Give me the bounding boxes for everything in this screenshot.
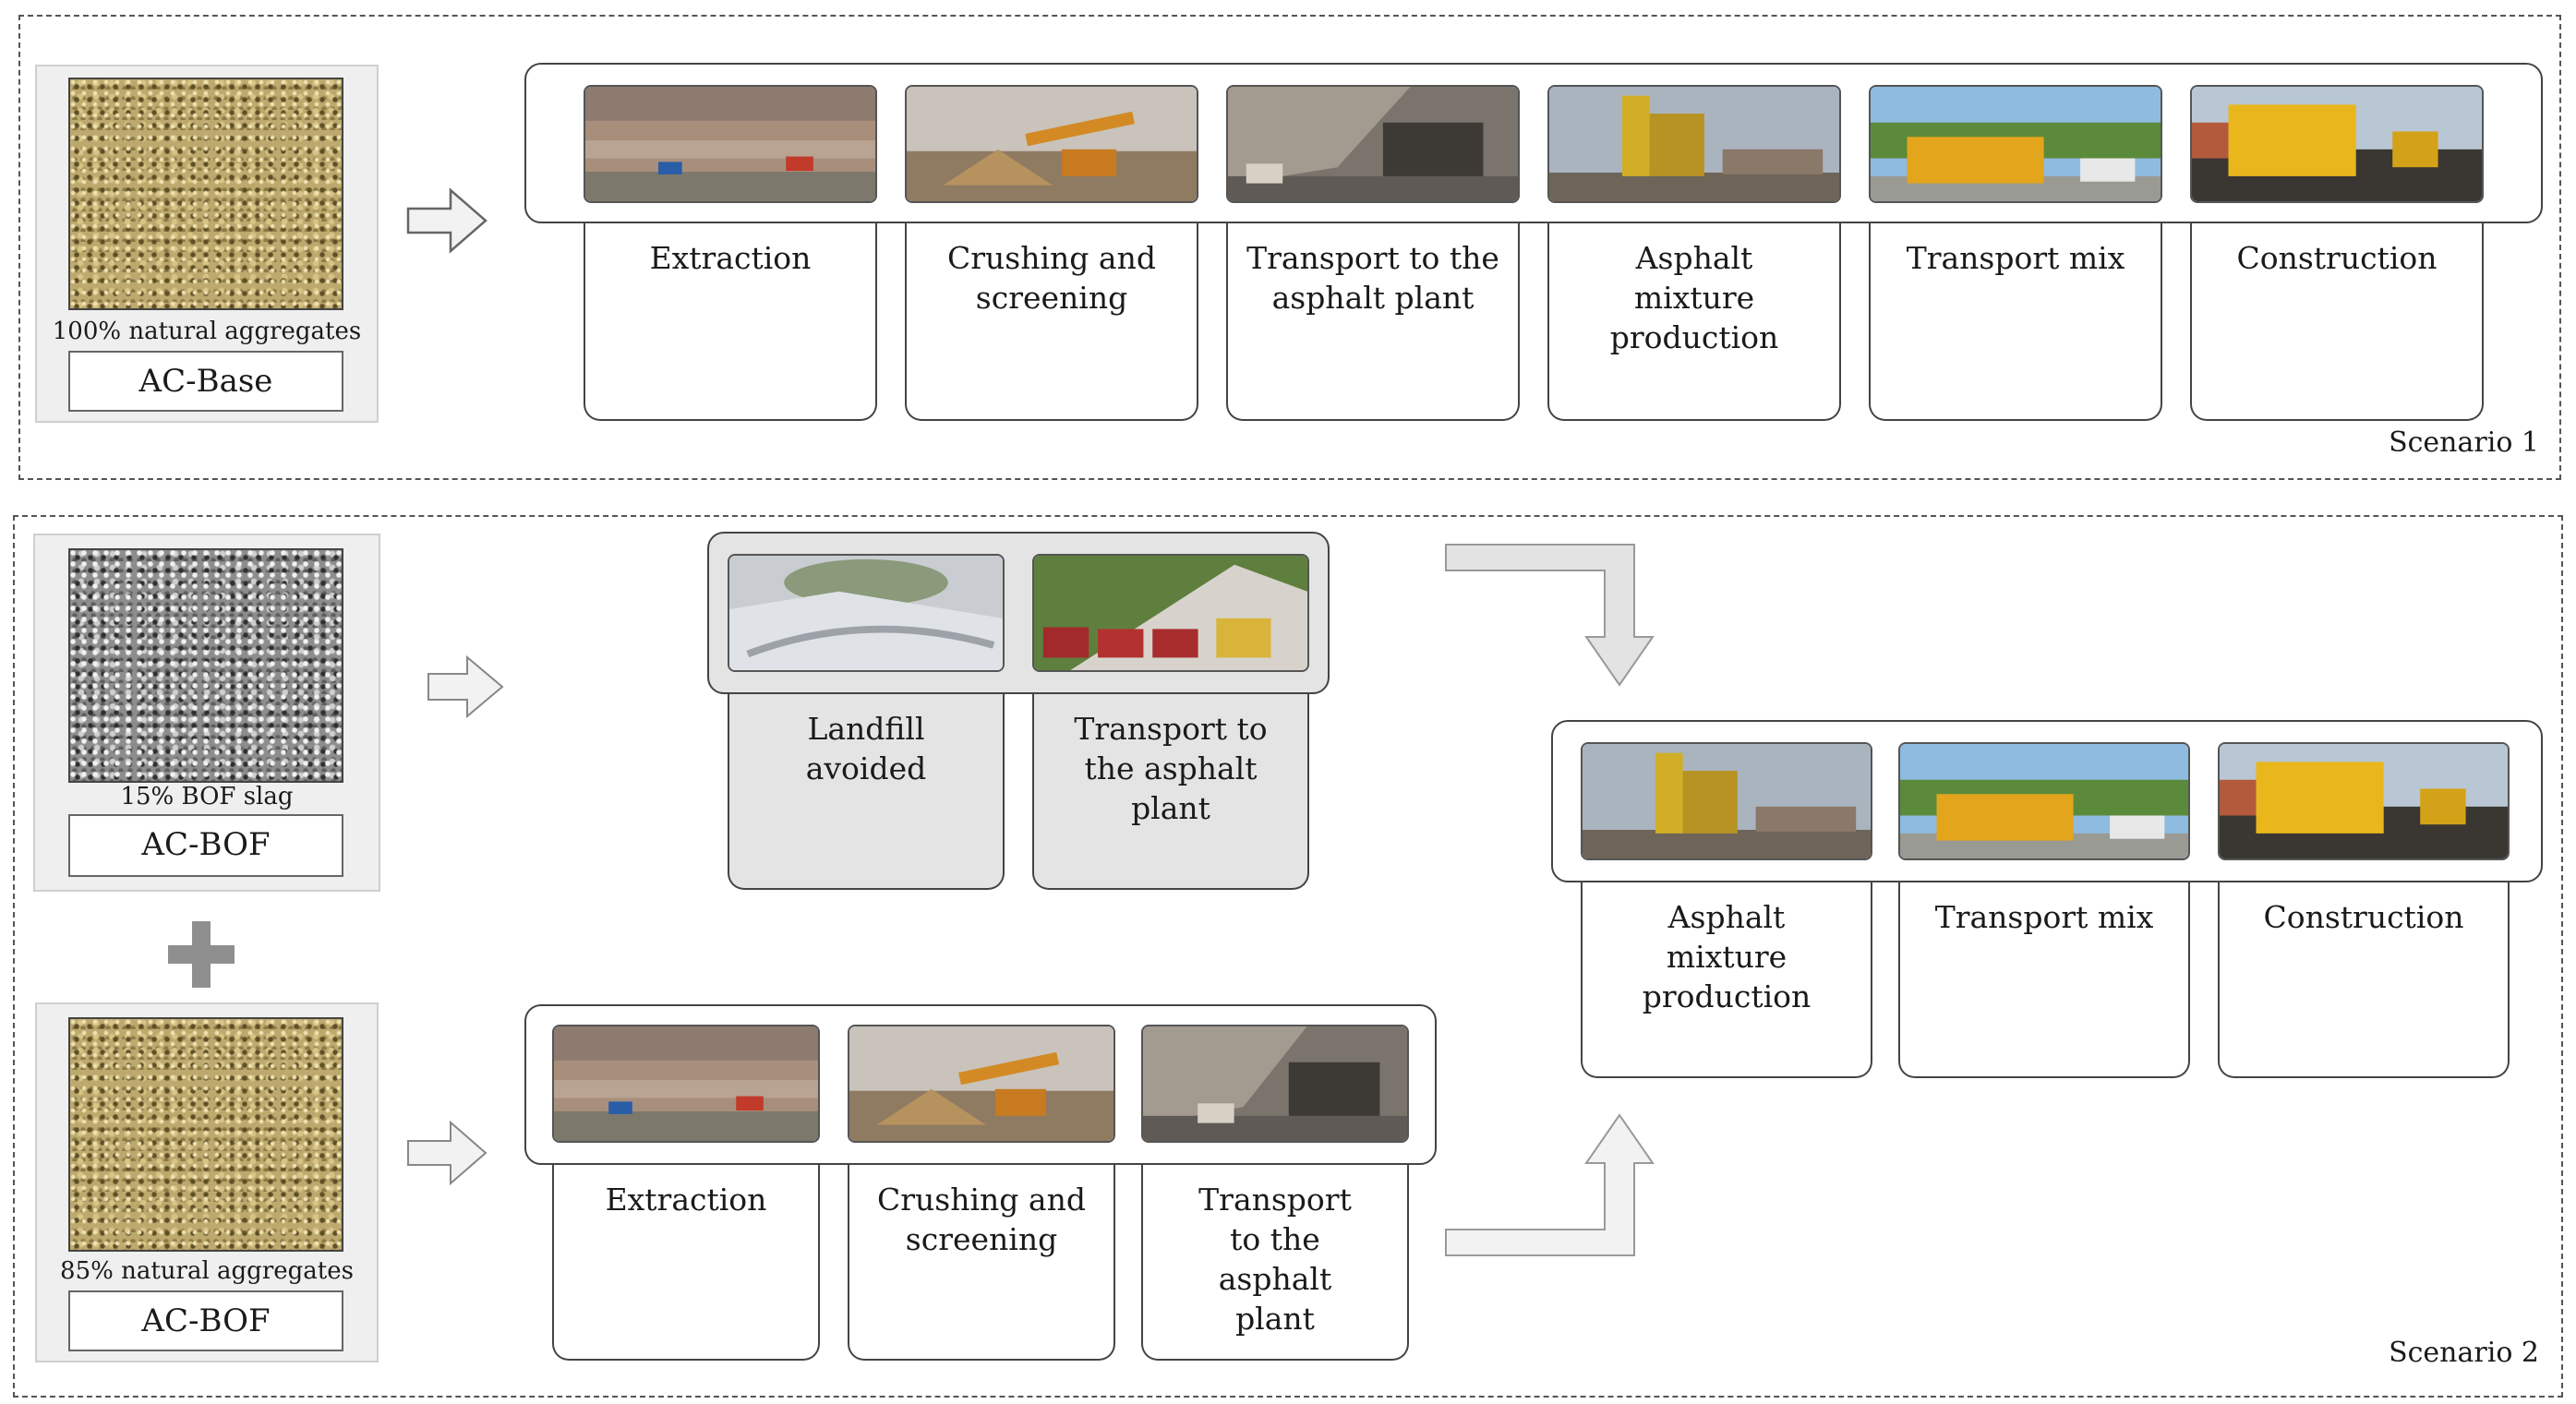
transport-mix-photo bbox=[1898, 742, 2190, 860]
stage-card-construction: Construction bbox=[2190, 223, 2484, 421]
scenario-1-label: Scenario 1 bbox=[2389, 426, 2539, 459]
transport-mix-photo bbox=[1869, 85, 2162, 203]
right-arrow-icon bbox=[406, 187, 488, 254]
stage-card-slag-transport: Transport to the asphalt plant bbox=[1032, 694, 1309, 890]
stage-card-transport-mix: Transport mix bbox=[1898, 882, 2190, 1078]
stage-card-asphalt-production: Asphalt mixture production bbox=[1581, 882, 1872, 1078]
construction-photo bbox=[2218, 742, 2510, 860]
material-caption: 15% BOF slag bbox=[120, 783, 294, 810]
stage-card-transport-mix: Transport mix bbox=[1869, 223, 2162, 421]
right-arrow-icon bbox=[427, 654, 504, 719]
asphalt-production-photo bbox=[1547, 85, 1841, 203]
bent-arrow-down-icon bbox=[1445, 544, 1655, 687]
stage-card-crushing: Crushing and screening bbox=[848, 1165, 1115, 1361]
material-name: AC-BOF bbox=[68, 814, 343, 877]
crushing-photo bbox=[848, 1025, 1115, 1143]
stage-card-crushing: Crushing and screening bbox=[905, 223, 1198, 421]
material-name: AC-BOF bbox=[68, 1290, 343, 1351]
bent-arrow-up-icon bbox=[1445, 1113, 1655, 1256]
stage-card-extraction: Extraction bbox=[552, 1165, 820, 1361]
transport-plant-photo bbox=[1141, 1025, 1409, 1143]
extraction-photo bbox=[584, 85, 877, 203]
right-arrow-icon bbox=[407, 1120, 488, 1186]
plus-icon bbox=[168, 921, 235, 988]
material-caption: 85% natural aggregates bbox=[60, 1257, 354, 1285]
extraction-photo bbox=[552, 1025, 820, 1143]
stage-card-asphalt-production: Asphalt mixture production bbox=[1547, 223, 1841, 421]
slag-transport-photo bbox=[1032, 554, 1309, 672]
material-name: AC-Base bbox=[68, 351, 343, 412]
natural-aggregates-texture bbox=[68, 78, 343, 310]
stage-card-construction: Construction bbox=[2218, 882, 2510, 1078]
scenario-1-frame bbox=[18, 15, 2561, 480]
stage-card-landfill-avoided: Landfill avoided bbox=[728, 694, 1005, 890]
scenario-2-frame bbox=[13, 515, 2563, 1398]
landfill-photo bbox=[728, 554, 1005, 672]
stage-card-transport-plant: Transport to the asphalt plant bbox=[1141, 1165, 1409, 1361]
stage-card-extraction: Extraction bbox=[584, 223, 877, 421]
material-caption: 100% natural aggregates bbox=[52, 318, 362, 345]
transport-plant-photo bbox=[1226, 85, 1520, 203]
natural-aggregates-texture bbox=[68, 1017, 343, 1252]
bof-slag-texture bbox=[68, 548, 343, 783]
crushing-photo bbox=[905, 85, 1198, 203]
construction-photo bbox=[2190, 85, 2484, 203]
asphalt-production-photo bbox=[1581, 742, 1872, 860]
scenario-2-label: Scenario 2 bbox=[2389, 1337, 2539, 1369]
stage-card-transport-plant: Transport to the asphalt plant bbox=[1226, 223, 1520, 421]
